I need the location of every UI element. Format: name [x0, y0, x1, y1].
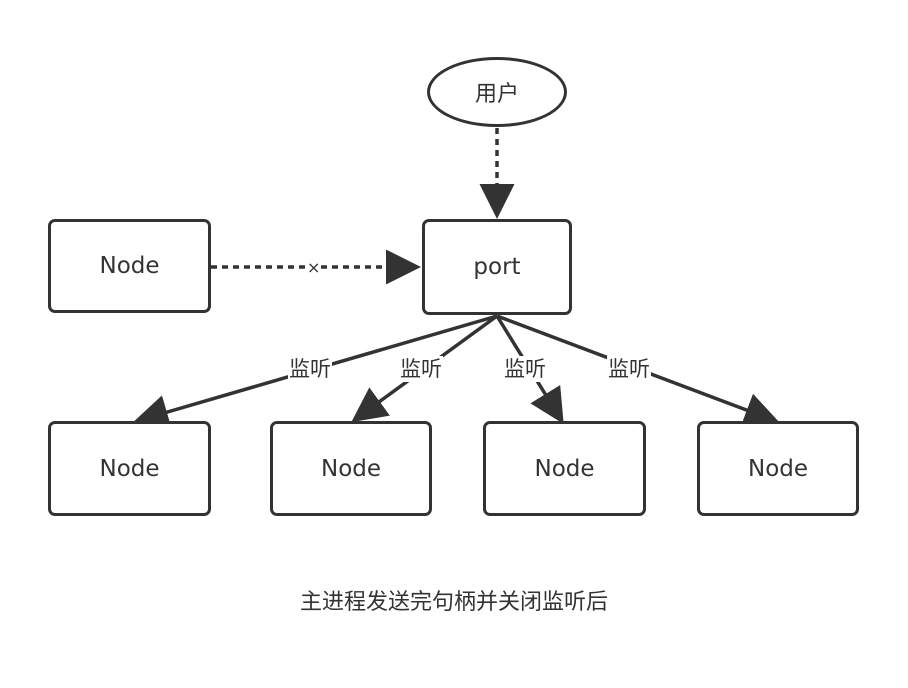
- child-node-1-label: Node: [99, 455, 160, 482]
- child-node-3: Node: [483, 421, 646, 516]
- port-box: port: [422, 219, 572, 315]
- blocked-marker: ×: [307, 258, 321, 277]
- user-ellipse: 用户: [427, 57, 567, 127]
- listen-label-3: 监听: [503, 356, 547, 382]
- child-node-2-label: Node: [320, 455, 382, 482]
- child-node-4: Node: [697, 421, 859, 516]
- source-node-label: Node: [99, 253, 160, 279]
- source-node-box: Node: [48, 219, 211, 313]
- listen-label-1: 监听: [288, 356, 332, 382]
- listen-label-2: 监听: [399, 356, 443, 382]
- port-label: port: [473, 254, 521, 280]
- user-label: 用户: [474, 82, 519, 107]
- listen-label-4: 监听: [607, 356, 651, 382]
- child-node-4-label: Node: [747, 455, 809, 482]
- child-node-1: Node: [48, 421, 211, 516]
- child-node-2: Node: [270, 421, 432, 516]
- diagram-caption: 主进程发送完句柄并关闭监听后: [299, 590, 608, 615]
- child-node-3-label: Node: [534, 455, 595, 482]
